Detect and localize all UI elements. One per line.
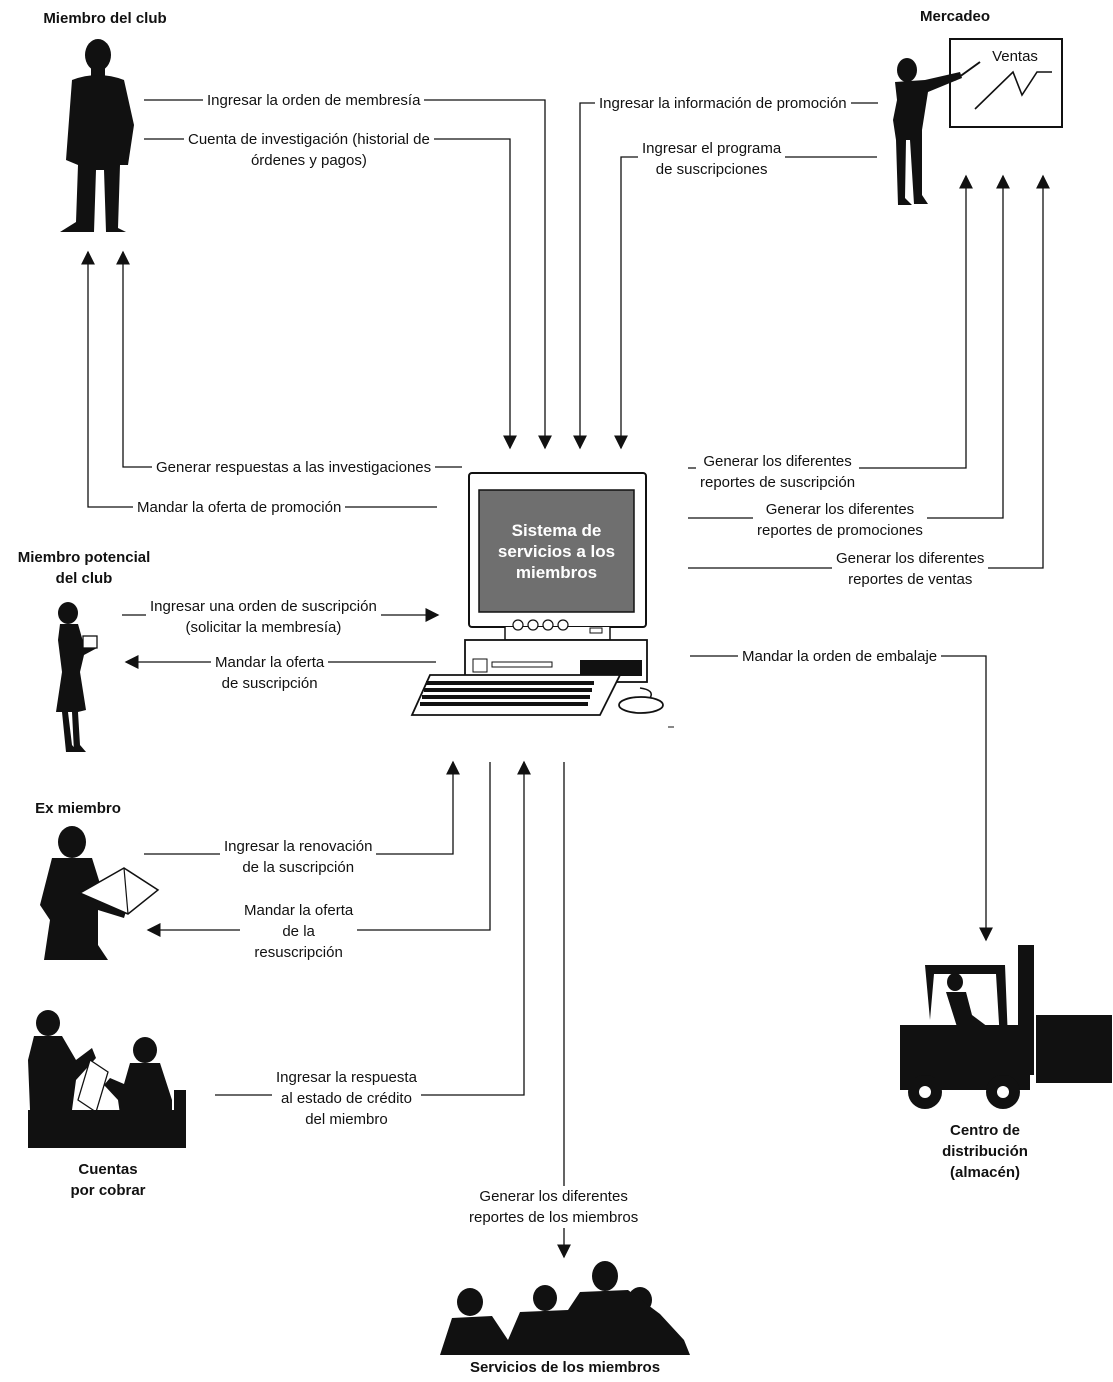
flow-label-credit-response: Ingresar la respuesta al estado de crédi… [272, 1067, 421, 1130]
actor-member-services-label: Servicios de los miembros [469, 1359, 661, 1376]
flow-label-resubscription-offer: Mandar la oferta de la resuscripción [240, 900, 358, 963]
flow-label-subscription-program: Ingresar el programa de suscripciones [638, 138, 786, 180]
receivables-icon [28, 1010, 186, 1148]
flow-label-promotion-offer: Mandar la oferta de promoción [133, 497, 346, 518]
flow-label-member-reports: Generar los diferentes reportes de los m… [465, 1186, 643, 1228]
club-member-icon [60, 39, 134, 232]
flow-line-inquiry-responses [116, 250, 462, 468]
system-label: Sistema de servicios a los miembros [497, 521, 616, 582]
flow-label-packing-order: Mandar la orden de embalaje [738, 646, 942, 667]
flow-label-membership-order: Ingresar la orden de membresía [203, 90, 425, 111]
flow-line-subscription-program [614, 156, 877, 450]
flow-label-account-inquiry: Cuenta de investigación (historial de ór… [184, 129, 434, 171]
flow-line-sales-reports [688, 174, 1050, 569]
forklift-icon [900, 945, 1112, 1109]
actor-former-member-label: Ex miembro [35, 800, 121, 817]
flow-label-renewal: Ingresar la renovación de la suscripción [220, 836, 377, 878]
flow-line-subscription-reports [688, 174, 973, 469]
flow-line-account-inquiry [144, 138, 517, 450]
flow-label-inquiry-responses: Generar respuestas a las investigaciones [152, 457, 436, 478]
computer-icon [410, 472, 664, 716]
actor-marketing-label: Mercadeo [919, 8, 991, 25]
marketing-icon [893, 38, 1063, 205]
chart-label-ventas: Ventas [992, 48, 1038, 65]
potential-member-icon [56, 602, 98, 752]
flow-label-subscription-order: Ingresar una orden de suscripción (solic… [146, 596, 381, 638]
flow-label-promotion-info: Ingresar la información de promoción [595, 93, 851, 114]
former-member-icon [40, 826, 160, 960]
flow-label-subscription-offer: Mandar la oferta de suscripción [211, 652, 329, 694]
actor-receivables-label: Cuentas por cobrar [70, 1161, 146, 1199]
flow-line-packing-order [690, 655, 993, 942]
flow-label-sales-reports: Generar los diferentes reportes de venta… [832, 548, 989, 590]
member-services-icon [440, 1261, 690, 1355]
flow-label-subscription-reports: Generar los diferentes reportes de suscr… [696, 451, 860, 493]
actor-potential-member-label: Miembro potencial del club [17, 549, 151, 587]
flow-label-promotion-reports: Generar los diferentes reportes de promo… [753, 499, 927, 541]
actor-club-member-label: Miembro del club [43, 10, 167, 27]
actor-distribution-label: Centro de distribución (almacén) [942, 1122, 1028, 1181]
